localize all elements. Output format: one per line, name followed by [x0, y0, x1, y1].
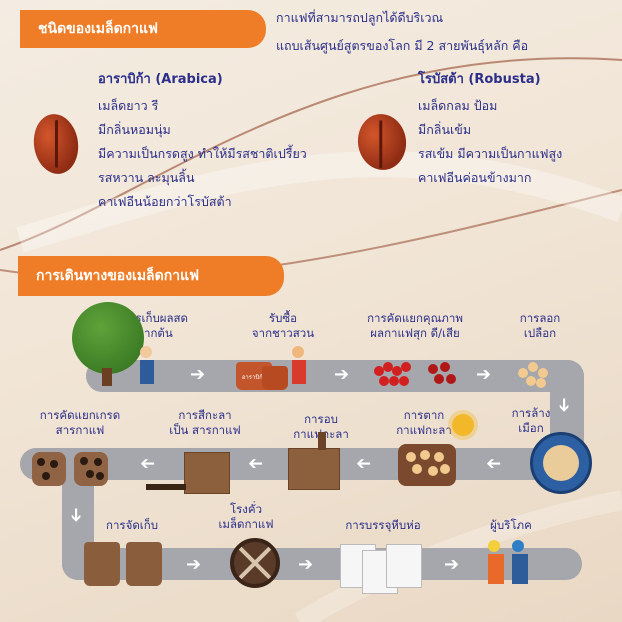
arrow-right-icon: ➔	[298, 554, 314, 575]
package-bag-icon	[386, 544, 422, 588]
robusta-bean-icon	[354, 110, 410, 174]
robusta-heading: โรบัสต้า (Robusta)	[418, 72, 541, 87]
arrow-left-icon: ➔	[248, 453, 264, 474]
arabica-trait: มีกลิ่นหอมนุ่ม	[98, 122, 171, 137]
step-consumer-label: ผู้บริโภค	[490, 518, 532, 532]
arrow-right-icon: ➔	[186, 554, 202, 575]
drying-tray-icon	[398, 444, 456, 486]
storage-sack-icon	[126, 542, 162, 586]
arabica-trait: เมล็ดยาว รี	[98, 98, 159, 113]
red-cherries-icon	[374, 362, 414, 390]
step-store-label: การจัดเก็บ	[106, 518, 158, 532]
consumer-icon	[512, 540, 528, 584]
step-buy-label: รับซื้อ จากชาวสวน	[251, 311, 315, 340]
sun-icon	[452, 414, 474, 436]
wash-basin-icon	[530, 432, 592, 494]
robusta-trait: มีกลิ่นเข้ม	[418, 122, 472, 137]
step-roast-label: โรงคั่ว เมล็ดกาแฟ	[218, 502, 274, 531]
grade-tray-icon	[74, 452, 108, 486]
step-pack-label: การบรรจุหีบห่อ	[345, 518, 421, 532]
step-dry-label: การตาก กาแฟกะลา	[396, 408, 452, 437]
grade-tray-icon	[32, 452, 66, 486]
coffee-tree-icon	[72, 302, 144, 374]
farmer-icon	[140, 346, 154, 384]
arabica-trait: คาเฟอีนน้อยกว่าโรบัสต้า	[98, 194, 232, 209]
step-hull-label: การสีกะลา เป็น สารกาแฟ	[169, 408, 241, 437]
oven-chimney	[318, 432, 326, 450]
robusta-trait: เมล็ดกลม ป้อม	[418, 98, 498, 113]
roaster-drum-icon	[230, 538, 280, 588]
road-top	[86, 360, 584, 392]
consumer-icon	[488, 540, 504, 584]
robusta-traits: เมล็ดกลม ป้อม มีกลิ่นเข้ม รสเข้ม มีความเ…	[418, 94, 562, 190]
hulling-machine-icon	[184, 452, 230, 494]
arrow-down-icon: ➔	[65, 507, 87, 523]
arabica-heading: อาราบิก้า (Arabica)	[98, 72, 223, 87]
arrow-left-icon: ➔	[486, 453, 502, 474]
bad-cherries-icon	[428, 362, 458, 390]
robusta-trait: รสเข้ม มีความเป็นกาแฟสูง	[418, 146, 563, 161]
arabica-trait: มีความเป็นกรดสูง ทำให้มีรสชาติเปรี้ยว	[98, 146, 307, 161]
arrow-right-icon: ➔	[444, 554, 460, 575]
types-title: ชนิดของเมล็ดกาแฟ	[20, 10, 266, 48]
intro-line-2: แถบเส้นศูนย์สูตรของโลก มี 2 สายพันธุ์หลั…	[276, 38, 529, 53]
peeled-beans-icon	[518, 362, 558, 390]
arrow-right-icon: ➔	[334, 364, 350, 385]
arrow-left-icon: ➔	[356, 453, 372, 474]
step-wash-label: การล้าง เมือก	[511, 406, 551, 435]
tree-trunk	[102, 368, 112, 386]
sack-icon	[262, 366, 288, 390]
arrow-right-icon: ➔	[190, 364, 206, 385]
intro-line-1: กาแฟที่สามารถปลูกได้ดีบริเวณ	[276, 10, 444, 25]
robusta-trait: คาเฟอีนค่อนข้างมาก	[418, 170, 532, 185]
arabica-bean-icon	[30, 111, 82, 177]
buyer-icon	[292, 346, 306, 384]
step-grade-label: การคัดแยกเกรด สารกาแฟ	[39, 408, 121, 437]
arrow-left-icon: ➔	[140, 453, 156, 474]
beans-pile	[146, 484, 186, 490]
step-sort-label: การคัดแยกคุณภาพ ผลกาแฟสุก ดี/เสีย	[367, 311, 463, 340]
arrow-right-icon: ➔	[476, 364, 492, 385]
journey-title: การเดินทางของเมล็ดกาแฟ	[18, 256, 284, 296]
storage-sack-icon	[84, 542, 120, 586]
arabica-traits: เมล็ดยาว รี มีกลิ่นหอมนุ่ม มีความเป็นกรด…	[98, 94, 307, 214]
step-peel-label: การลอก เปลือก	[519, 311, 561, 340]
step-bake-label: การอบ กาแฟกะลา	[293, 412, 349, 441]
oven-icon	[288, 448, 340, 490]
arabica-trait: รสหวาน ละมุนลิ้น	[98, 170, 195, 185]
